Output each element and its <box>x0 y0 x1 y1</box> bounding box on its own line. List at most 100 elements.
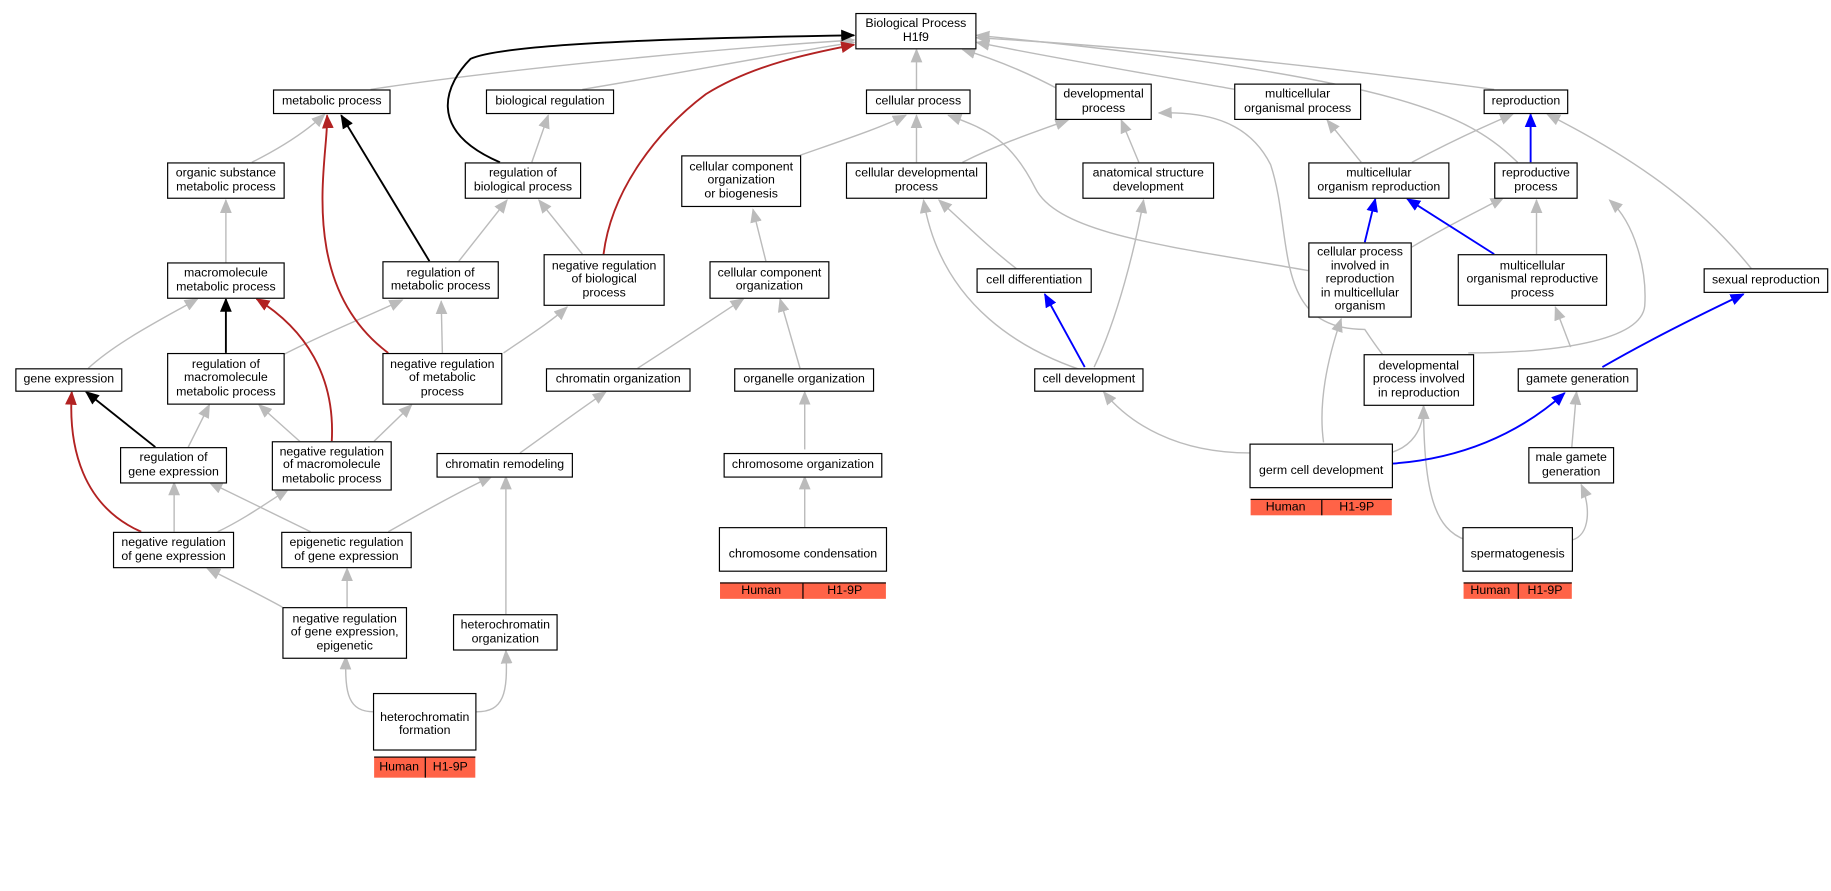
edge <box>777 297 801 369</box>
edge <box>1417 404 1467 541</box>
go-node-metabolic-process[interactable]: metabolic process <box>272 89 391 115</box>
go-node-sexual-reproduction[interactable]: sexual reproduction <box>1703 268 1829 293</box>
go-node-regulation-of-metabolic-process[interactable]: regulation of metabolic process <box>382 261 499 299</box>
edge <box>975 39 1236 91</box>
edge <box>1392 392 1566 465</box>
edge <box>1571 483 1592 541</box>
go-node-gene-expression[interactable]: gene expression <box>15 368 123 392</box>
edge <box>1406 198 1495 255</box>
edge <box>255 298 333 442</box>
go-node-developmental-process-involved-in-reproduction[interactable]: developmental process involved in reprod… <box>1363 354 1475 406</box>
gene-badge[interactable]: H1-9P <box>424 757 475 778</box>
root-node-gene: H1f9 <box>902 30 929 45</box>
go-node-label: chromosome condensation <box>728 547 878 562</box>
go-node-cell-development[interactable]: cell development <box>1034 368 1144 392</box>
edge <box>961 47 1060 91</box>
go-node-negative-regulation-of-metabolic-process[interactable]: negative regulation of metabolic process <box>382 352 503 405</box>
edge <box>206 567 283 608</box>
go-node-cellular-component-organization-or-biogenesis[interactable]: cellular component organization or bioge… <box>681 155 802 208</box>
go-node-chromatin-remodeling[interactable]: chromatin remodeling <box>436 452 573 478</box>
edge <box>975 30 1519 163</box>
gene-badge[interactable]: H1-9P <box>1320 499 1392 516</box>
grey-edges <box>87 30 1754 713</box>
edge <box>1321 317 1343 443</box>
go-node-cellular-process-involved-in-reproduction[interactable]: cellular process involved in reproductio… <box>1308 242 1412 318</box>
go-node-regulation-of-macromolecule-metabolic-process[interactable]: regulation of macromolecule metabolic pr… <box>167 352 285 405</box>
go-node-developmental-process[interactable]: developmental process <box>1055 83 1152 121</box>
go-node-negative-regulation-of-biological-process[interactable]: negative regulation of biological proces… <box>543 254 665 306</box>
go-node-cellular-process[interactable]: cellular process <box>865 89 971 115</box>
go-node-regulation-of-gene-expression[interactable]: regulation of gene expression <box>120 447 228 484</box>
go-node-reproduction[interactable]: reproduction <box>1483 89 1569 115</box>
go-node-multicellular-organismal-reproductive-process[interactable]: multicellular organismal reproductive pr… <box>1457 254 1608 306</box>
edge <box>962 118 1070 163</box>
go-node-multicellular-organism-reproduction[interactable]: multicellular organism reproduction <box>1308 162 1450 199</box>
edge <box>1093 198 1148 368</box>
edge <box>750 208 767 262</box>
edge <box>531 114 550 163</box>
go-node-chromosome-condensation[interactable]: chromosome condensation Human H1-9P <box>718 527 888 599</box>
gene-badge[interactable]: H1-9P <box>1517 583 1572 599</box>
gene-badge[interactable]: H1-9P <box>802 583 886 599</box>
go-node-germ-cell-development[interactable]: germ cell development Human H1-9P <box>1249 443 1393 516</box>
edge <box>1326 119 1362 163</box>
go-node-negative-regulation-of-gene-expression-epigenetic[interactable]: negative regulation of gene expression, … <box>282 607 408 659</box>
edge <box>217 488 290 533</box>
go-node-label: spermatogenesis <box>1470 547 1565 562</box>
species-badge[interactable]: Human <box>741 583 782 598</box>
edge <box>476 649 513 713</box>
root-node-label: Biological Process <box>865 16 967 31</box>
edge <box>538 199 583 255</box>
go-node-heterochromatin-organization[interactable]: heterochromatin organization <box>452 614 558 651</box>
go-node-male-gamete-generation[interactable]: male gamete generation <box>1528 447 1615 484</box>
edge <box>1601 293 1745 368</box>
go-node-organelle-organization[interactable]: organelle organization <box>734 368 875 392</box>
go-node-negative-regulation-of-gene-expression[interactable]: negative regulation of gene expression <box>112 531 235 569</box>
edge-layer <box>65 29 1754 713</box>
edge <box>975 32 1495 91</box>
edge <box>947 114 1309 272</box>
edge <box>446 29 856 164</box>
go-node-cellular-developmental-process[interactable]: cellular developmental process <box>845 162 988 199</box>
species-badge[interactable]: Human <box>1265 499 1306 514</box>
edge <box>1102 390 1250 454</box>
go-node-epigenetic-regulation-of-gene-expression[interactable]: epigenetic regulation of gene expression <box>281 531 412 569</box>
edge <box>503 306 568 354</box>
edge <box>602 41 856 255</box>
go-node-gamete-generation[interactable]: gamete generation <box>1517 368 1638 392</box>
edge <box>919 198 1095 375</box>
species-badge[interactable]: Human <box>379 759 420 774</box>
edge <box>65 390 142 533</box>
go-node-negative-regulation-of-macromolecule-metabolic-process[interactable]: negative regulation of macromolecule met… <box>271 441 392 491</box>
edge <box>208 481 311 533</box>
species-badge[interactable]: Human <box>1470 583 1511 598</box>
edge <box>373 403 413 442</box>
edge <box>321 114 389 354</box>
annotation-badges: Human H1-9P <box>720 581 886 599</box>
go-node-chromatin-organization[interactable]: chromatin organization <box>545 368 691 392</box>
go-node-organic-substance-metabolic-process[interactable]: organic substance metabolic process <box>167 162 285 199</box>
go-node-chromosome-organization[interactable]: chromosome organization <box>723 452 883 478</box>
go-node-macromolecule-metabolic-process[interactable]: macromolecule metabolic process <box>167 262 285 299</box>
go-node-multicellular-organismal-process[interactable]: multicellular organismal process <box>1234 83 1362 121</box>
edge <box>1569 390 1582 448</box>
go-node-regulation-of-biological-process[interactable]: regulation of biological process <box>464 162 582 199</box>
go-node-heterochromatin-formation[interactable]: heterochromatin formation Human H1-9P <box>372 692 477 778</box>
go-node-anatomical-structure-development[interactable]: anatomical structure development <box>1082 162 1215 199</box>
edge <box>370 34 856 91</box>
edge <box>582 38 856 91</box>
go-node-cell-differentiation[interactable]: cell differentiation <box>976 268 1092 293</box>
annotation-badges: Human H1-9P <box>1250 498 1392 516</box>
edge <box>637 298 745 369</box>
edge <box>257 403 305 446</box>
edge <box>339 655 375 713</box>
edge <box>1411 113 1515 163</box>
edge <box>340 114 431 262</box>
go-node-cellular-component-organization[interactable]: cellular component organization <box>709 261 830 299</box>
go-node-reproductive-process[interactable]: reproductive process <box>1494 162 1578 199</box>
go-node-spermatogenesis[interactable]: spermatogenesis Human H1-9P <box>1462 527 1573 599</box>
edge <box>1043 293 1086 368</box>
go-node-label: germ cell development <box>1259 463 1384 478</box>
go-node-biological-regulation[interactable]: biological regulation <box>485 89 615 115</box>
